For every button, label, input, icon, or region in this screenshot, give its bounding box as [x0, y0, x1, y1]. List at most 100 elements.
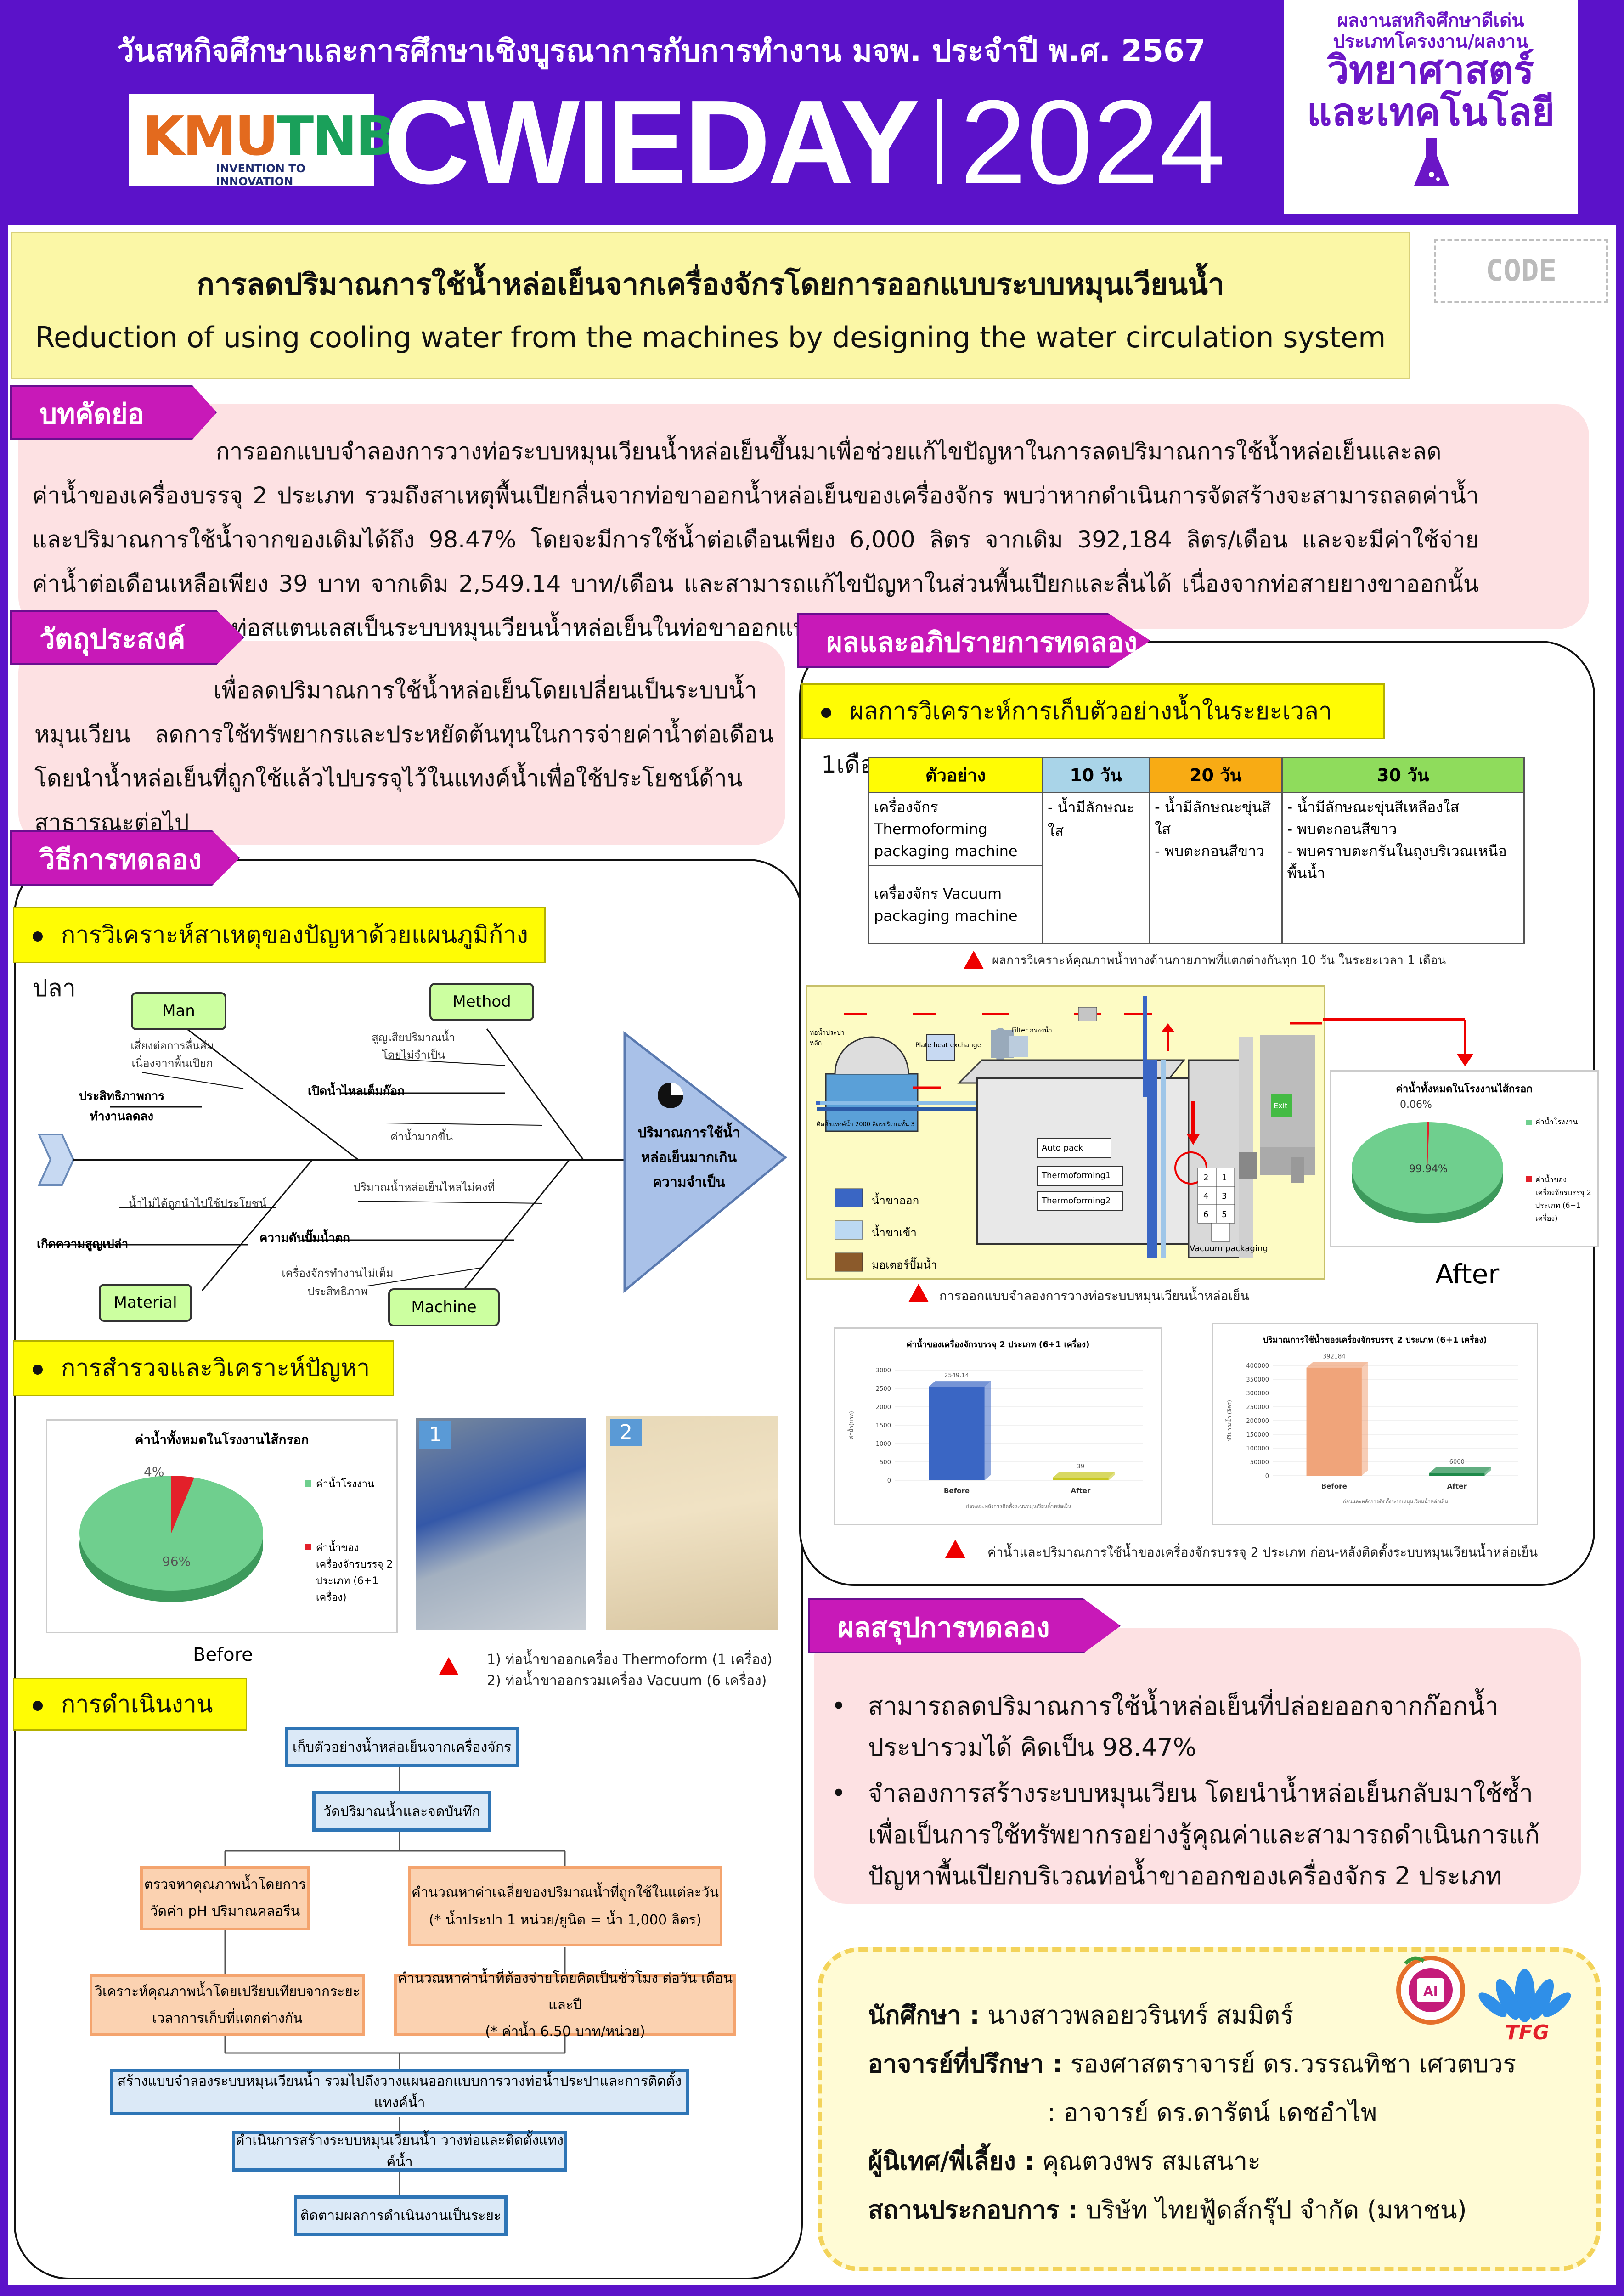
diagram-station-1: 2	[1203, 1173, 1209, 1183]
fishbone-man: Man	[131, 992, 226, 1030]
x-axis-label: ก่อนและหลังการติดตั้งระบบหมุนเวียนน้ำหล่…	[966, 1502, 1071, 1509]
caption-marker	[439, 1657, 459, 1675]
fishbone-head: ปริมาณการใช้น้ำหล่อเย็นมากเกินความจำเป็น	[637, 1125, 740, 1190]
flow-step-measure: วัดปริมาณน้ำและจดบันทึก	[312, 1791, 491, 1832]
bar-top	[1053, 1472, 1115, 1478]
diagram-station-2: 1	[1222, 1173, 1227, 1183]
bar-top	[929, 1381, 991, 1387]
bar-side	[1484, 1467, 1491, 1476]
x-tick-label: After	[1071, 1487, 1091, 1495]
x-axis-label: ก่อนและหลังการติดตั้งระบบหมุนเวียนน้ำหล่…	[1343, 1498, 1449, 1505]
fishbone-method: Method	[429, 983, 534, 1021]
table-cell: เครื่องจักร Thermoforming packaging mach…	[868, 792, 1043, 866]
fishbone-cause: เสี่ยงต่อการลื่นล้มเนื่องจากพื้นเปียก	[130, 1039, 214, 1070]
flask-icon	[1414, 138, 1449, 186]
diagram-legend-out: น้ำขาออก	[872, 1194, 919, 1207]
flow-step-average-note: (* น้ำประปา 1 หน่วย/ยูนิต = น้ำ 1,000 ลิ…	[429, 1912, 702, 1928]
x-tick-label: Before	[1321, 1482, 1347, 1490]
kmutnb-logo: KMUTNB INVENTION TO INNOVATION	[129, 94, 397, 188]
fishbone-cause: ค่าน้ำมากขึ้น	[390, 1130, 453, 1143]
fishbone-cause: ประสิทธิภาพการทำงานลดลง	[79, 1089, 165, 1123]
y-tick-label: 1000	[876, 1441, 891, 1448]
bar-side	[1108, 1472, 1115, 1480]
fishbone-diagram	[37, 1026, 788, 1296]
table-header: 20 วัน	[1149, 757, 1283, 793]
credit-student-label: นักศึกษา :	[868, 2001, 980, 2030]
flow-step-build: ดำเนินการสร้างระบบหมุนเวียนน้ำ วางท่อและ…	[232, 2131, 567, 2172]
diagram-autopack: Auto pack	[1037, 1138, 1111, 1158]
before-pie-graphic	[79, 1476, 263, 1602]
conclusion-point-1: สามารถลดปริมาณการใช้น้ำหล่อเย็นที่ปล่อยอ…	[868, 1692, 1499, 1762]
data-label: 6000	[1449, 1459, 1465, 1466]
code-box: CODE	[1434, 239, 1608, 303]
pipe-layout-graphic	[816, 996, 1322, 1272]
y-tick-label: 1500	[876, 1422, 891, 1429]
table-cell: - น้ำมีลักษณะขุ่นสีเหลืองใส- พบตะกอนสีขา…	[1281, 792, 1525, 944]
abstract-box	[18, 404, 1589, 629]
diagram-label-vacuum: Vacuum packaging	[1190, 1244, 1268, 1253]
before-pie-chart: ค่าน้ำทั้งหมดในโรงงานไส้กรอก 96% 4% ค่าน…	[46, 1419, 398, 1633]
results-sub-heading: ผลการวิเคราะห์การเก็บตัวอย่างน้ำในระยะเว…	[801, 683, 1385, 778]
award-line-1: ผลงานสหกิจศึกษาดีเด่น	[1337, 10, 1524, 31]
credits-box	[818, 1947, 1601, 2271]
flow-step-cost: คำนวณหาค่าน้ำที่ต้องจ่ายโดยคิดเป็นชั่วโม…	[394, 1970, 736, 2040]
diagram-thermoforming1: Thermoforming1	[1037, 1166, 1123, 1186]
after-pie-big-label: 99.94%	[1409, 1163, 1448, 1175]
credit-mentor-name: คุณตวงพร สมเสนาะ	[1042, 2147, 1261, 2176]
bar	[1306, 1367, 1362, 1476]
title-thai: การลดปริมาณการใช้น้ำหล่อเย็นจากเครื่องจั…	[197, 268, 1224, 302]
award-category-2: และเทคโนโลยี	[1307, 90, 1555, 135]
volume-bar-chart-svg: ปริมาณการใช้น้ำของเครื่องจักรบรรจุ 2 ประ…	[1225, 1333, 1518, 1505]
diagram-station-4: 4	[1203, 1191, 1209, 1201]
y-axis-label: ปริมาณน้ำ (ลิตร)	[1225, 1400, 1233, 1441]
credit-student: นักศึกษา : นางสาวพลอยวรินทร์ สมมิตร์	[868, 1991, 1293, 2040]
after-pie-small-label: 0.06%	[1400, 1099, 1432, 1111]
agro-industry-logo: AI	[1396, 1956, 1465, 2025]
y-tick-label: 50000	[1250, 1459, 1269, 1466]
x-tick-label: After	[1447, 1482, 1467, 1490]
pipe-layout-diagram: ท่อน้ำประปาหลัก Plate heat exchange Filt…	[806, 985, 1325, 1280]
credit-company: สถานประกอบการ : บริษัท ไทยฟู้ดส์กรุ๊ป จำ…	[868, 2186, 1467, 2234]
bar	[1053, 1478, 1109, 1480]
y-tick-label: 0	[1265, 1473, 1269, 1480]
legend-swatch-plant	[304, 1480, 311, 1487]
y-tick-label: 500	[880, 1459, 891, 1466]
results-heading: ผลและอภิปรายการทดลอง	[797, 613, 1150, 668]
flow-step-compare: วิเคราะห์คุณภาพน้ำโดยเปรียบเทียบจากระยะเ…	[90, 1974, 365, 2036]
after-pie-graphic	[1352, 1122, 1503, 1223]
title-divider	[937, 99, 942, 184]
table-line: - น้ำมีลักษณะขุ่นสีเหลืองใส	[1287, 798, 1460, 816]
y-tick-label: 3000	[876, 1367, 891, 1374]
tfg-lotus-logo	[1478, 1969, 1571, 2022]
flow-step-quality: ตรวจหาคุณภาพน้ำโดยการวัดค่า pH ปริมาณคลอ…	[140, 1866, 310, 1930]
data-label: 2549.14	[944, 1372, 969, 1379]
diagram-thermoforming2: Thermoforming2	[1037, 1191, 1123, 1211]
credit-advisor-name-2: : อาจารย์ ดร.ดารัตน์ เดชอำไพ	[1047, 2098, 1377, 2127]
y-tick-label: 0	[887, 1478, 891, 1484]
fishbone-cause: ปริมาณน้ำหล่อเย็นไหลไม่คงที่	[354, 1181, 495, 1194]
bar-side	[1361, 1362, 1368, 1476]
y-tick-label: 350000	[1246, 1376, 1269, 1383]
legend-plant: ค่าน้ำโรงงาน	[316, 1478, 374, 1490]
legend-swatch-machine	[1526, 1176, 1532, 1182]
title-english: Reduction of using cooling water from th…	[35, 321, 1386, 354]
fishbone-cause: ความดันปั๊มน้ำตก	[259, 1231, 350, 1245]
data-label: 392184	[1323, 1354, 1346, 1360]
cost-bar-chart-svg: ค่าน้ำของเครื่องจักรบรรจุ 2 ประเภท (6+1 …	[847, 1338, 1143, 1509]
after-pie-title: ค่าน้ำทั้งหมดในโรงงานไส้กรอก	[1396, 1083, 1533, 1095]
diagram-label-tap: ท่อน้ำประปาหลัก	[810, 1029, 845, 1047]
kmutnb-tagline: INVENTION TO INNOVATION	[216, 162, 305, 188]
table-line: - พบตะกอนสีขาว	[1155, 842, 1264, 860]
chart-title: ปริมาณการใช้น้ำของเครื่องจักรบรรจุ 2 ประ…	[1263, 1333, 1487, 1345]
y-tick-label: 250000	[1246, 1404, 1269, 1411]
y-tick-label: 100000	[1246, 1445, 1269, 1452]
photo-number: 1	[419, 1421, 451, 1449]
caption-marker	[964, 951, 984, 969]
bar-charts-caption: ค่าน้ำและปริมาณการใช้น้ำของเครื่องจักรบร…	[987, 1545, 1538, 1560]
award-line-2: ประเภทโครงงาน/ผลงาน	[1333, 31, 1528, 52]
abstract-text: การออกแบบจำลองการวางท่อระบบหมุนเวียนน้ำห…	[32, 438, 1479, 641]
credit-company-name: บริษัท ไทยฟู้ดส์กรุ๊ป จำกัด (มหาชน)	[1086, 2195, 1467, 2224]
credit-mentor: ผู้นิเทศ/พี่เลี้ยง : คุณตวงพร สมเสนาะ	[868, 2137, 1261, 2186]
objective-box	[18, 641, 785, 845]
before-pie-big-label: 96%	[162, 1554, 191, 1569]
